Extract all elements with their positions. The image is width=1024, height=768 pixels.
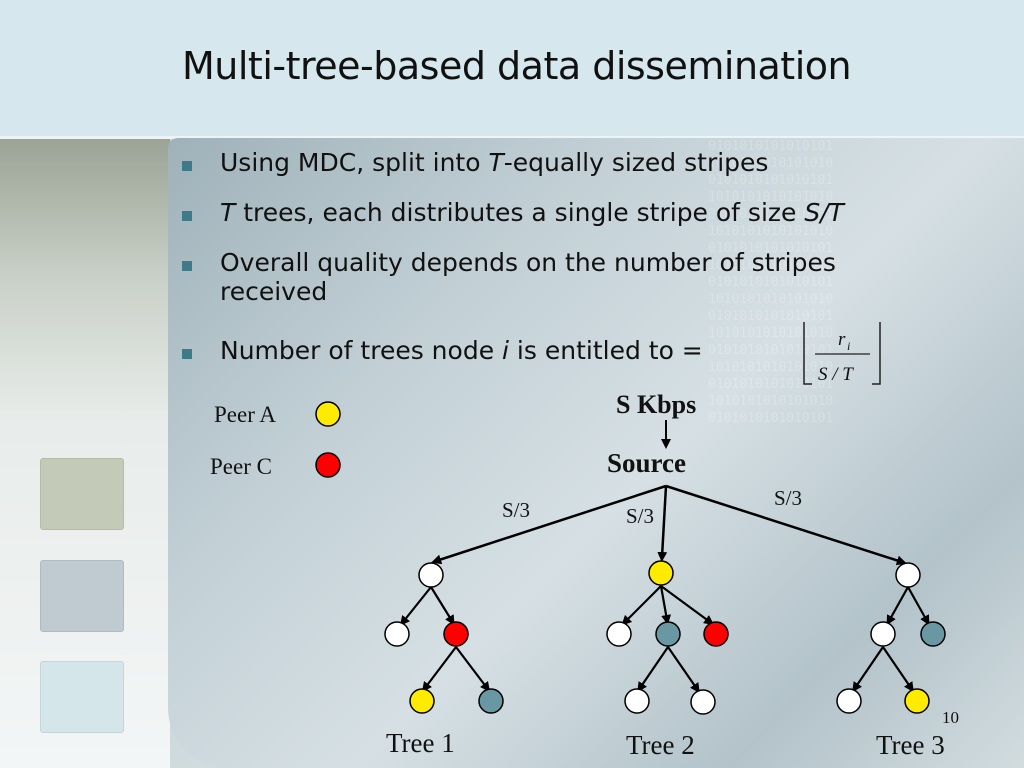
bullet-text-3: Overall quality depends on the number of… [220,248,836,306]
edge-label-tree1: S/3 [502,498,530,522]
edge-label-tree3: S/3 [774,486,802,510]
floor-bracket-right [872,322,881,385]
formula-denominator: S / T [818,364,854,385]
tree2-edge-root-left [621,585,662,626]
tree1-node-left [384,621,410,647]
tree-nodes [384,560,946,715]
source-label: Source [607,448,686,478]
edge-source-tree2 [657,485,668,562]
legend-label-peer-c: Peer C [210,454,272,479]
formula-numerator-subscript: i [847,339,850,353]
formula-numerator: r [838,329,846,350]
tree2-node-teal [655,621,681,647]
tree-edges [399,585,930,694]
bullet-text-1: Using MDC, split into T-equally sized st… [220,148,769,177]
tree3-node-yellow [904,688,930,714]
tree2-node-left [606,621,632,647]
bullet-square-icon [182,211,192,221]
tree3-node-leaf-left [836,688,862,714]
tree2-node-leaf-right [690,689,716,715]
bullet-square-icon [182,349,192,359]
tree2-node-red [703,621,729,647]
tree-label-1: Tree 1 [386,728,455,758]
tree1-node-red [443,621,469,647]
tree1-edge-red-yellow [421,646,457,692]
tree3-edge-root-teal [907,586,930,626]
tree1-node-yellow [409,688,435,714]
input-rate-label: S Kbps [616,390,696,419]
edge-source-tree1 [431,484,667,565]
tree1-edge-red-teal [455,646,491,692]
edge-label-tree2: S/3 [626,504,654,528]
content-panel: 0101010101010101 1010101010101010 010101… [168,138,1024,768]
legend-label-peer-a: Peer A [214,402,276,427]
bullet-square-icon [182,161,192,171]
tree3-node-teal [920,621,946,647]
tree1-node-root [418,562,444,588]
tree2-edge-root-red [660,585,715,625]
tree3-edge-root-left [886,586,909,626]
page-number: 10 [942,708,959,727]
tree3-edge-left-left [852,646,884,693]
slide-title: Multi-tree-based data dissemination [182,44,852,88]
decorative-square-2 [40,560,124,632]
source-edges [431,484,907,566]
bullet-square-icon [182,261,192,271]
tree3-node-left [870,621,896,647]
tree-label-3: Tree 3 [876,730,945,760]
tree2-node-root [648,560,674,586]
binary-watermark: 0101010101010101 1010101010101010 010101… [708,139,834,426]
bullet-text-4: Number of trees node i is entitled to = [220,336,703,365]
edge-source-tree3 [665,484,907,566]
tree3-node-root [895,562,921,588]
title-bar [0,0,1024,139]
legend: Peer A Peer C [210,401,341,479]
bullet-text-2: T trees, each distributes a single strip… [220,198,844,227]
decorative-square-1 [40,458,124,530]
tree2-edge-teal-right [667,646,700,694]
tree1-edge-root-left [399,586,432,626]
tree1-node-teal [478,688,504,714]
tree2-edge-teal-left [637,646,669,693]
tree2-node-leaf-left [624,688,650,714]
legend-swatch-peer-c [315,452,341,478]
floor-formula: r i S / T [803,322,881,385]
tree3-edge-left-yellow [882,646,914,693]
tree2-edge-root-teal [659,585,672,625]
legend-swatch-peer-a [315,401,341,427]
tree-label-2: Tree 2 [626,730,695,760]
tree1-edge-root-red [430,586,455,626]
floor-bracket-left [803,322,812,385]
decorative-square-3 [40,661,124,733]
